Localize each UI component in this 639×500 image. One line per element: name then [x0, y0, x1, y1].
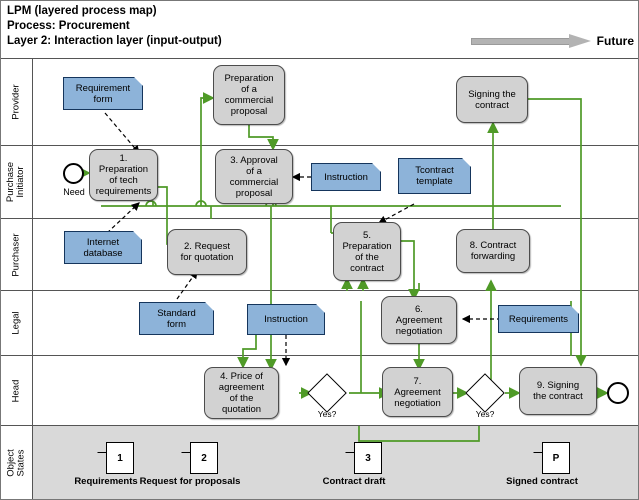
node-task-5-preparation-of-contract[interactable]: 5. Preparation of the contract	[333, 222, 401, 281]
title-line-3: Layer 2: Interaction layer (input-output…	[7, 35, 222, 47]
swimlane-label-provider: Provider	[1, 59, 33, 145]
object-state-label: Contract draft	[322, 476, 386, 487]
lane-text: Purchaser	[10, 232, 22, 277]
swimlane-label-purchaser: Purchaser	[1, 219, 33, 290]
gateway-2-label: Yes?	[475, 409, 495, 419]
node-signing-the-contract-provider[interactable]: Signing the contract	[456, 76, 528, 123]
object-state-icon: 1	[106, 442, 134, 474]
object-state-marker: P	[552, 452, 560, 464]
node-task-7-agreement-negotiation[interactable]: 7. Agreement negotiation	[382, 367, 453, 417]
gateway-1-label: Yes?	[317, 409, 337, 419]
node-standard-form[interactable]: Standard form	[139, 302, 214, 335]
object-state-marker: 1	[117, 452, 123, 464]
node-task-3-approval-commercial-proposal[interactable]: 3. Approval of a commercial proposal	[215, 149, 293, 204]
title-line-1: LPM (layered process map)	[7, 5, 157, 17]
node-preparation-commercial-proposal[interactable]: Preparation of a commercial proposal	[213, 65, 285, 125]
node-task-2-request-for-quotation[interactable]: 2. Request for quotation	[167, 229, 247, 275]
swimlane-label-object-states: Object States	[1, 426, 33, 499]
title-line-2: Process: Procurement	[7, 20, 130, 32]
lane-text: Object States	[5, 448, 27, 477]
lane-text: Head	[10, 379, 22, 402]
swimlane-label-head: Head	[1, 356, 33, 425]
object-state-icon: 3	[354, 442, 382, 474]
lane-text: Provider	[10, 84, 22, 120]
node-task-1-preparation-tech-requirements[interactable]: 1. Preparation of tech requirements	[89, 149, 158, 201]
object-state-icon: P	[542, 442, 570, 474]
object-state-label: Requirements	[74, 476, 138, 487]
node-requirement-form[interactable]: Requirement form	[63, 77, 143, 110]
start-event-label: Need	[63, 187, 85, 197]
node-contract-template[interactable]: Tcontract template	[398, 158, 471, 194]
object-state-label: Signed contract	[506, 476, 578, 487]
object-state-marker: 3	[365, 452, 371, 464]
object-state-label: Request for proposals	[139, 476, 241, 487]
swimlane-label-purchase-initiator: Purchase Initiator	[1, 146, 33, 218]
node-internet-database[interactable]: Internet database	[64, 231, 142, 264]
right-arrow-icon	[470, 34, 593, 48]
future-label: Future	[596, 34, 634, 48]
diagram-header: LPM (layered process map) Process: Procu…	[1, 1, 638, 59]
title-block: LPM (layered process map) Process: Procu…	[7, 4, 222, 49]
lane-text: Legal	[10, 311, 22, 335]
node-task-8-contract-forwarding[interactable]: 8. Contract forwarding	[456, 229, 530, 273]
node-instruction-legal[interactable]: Instruction	[247, 304, 325, 335]
swimlane-label-legal: Legal	[1, 291, 33, 355]
future-timeline: Future	[470, 34, 634, 48]
lane-text: Purchase Initiator	[5, 161, 27, 203]
node-requirements-document[interactable]: Requirements	[498, 305, 579, 333]
node-task-4-price-of-agreement[interactable]: 4. Price of agreement of the quotation	[204, 367, 279, 419]
node-task-9-signing-the-contract[interactable]: 9. Signing the contract	[519, 367, 597, 415]
end-event[interactable]	[607, 382, 629, 404]
node-instruction-initiator[interactable]: Instruction	[311, 163, 381, 191]
object-state-marker: 2	[201, 452, 207, 464]
node-task-6-agreement-negotiation[interactable]: 6. Agreement negotiation	[381, 296, 457, 344]
object-state-icon: 2	[190, 442, 218, 474]
start-event[interactable]	[63, 163, 84, 184]
